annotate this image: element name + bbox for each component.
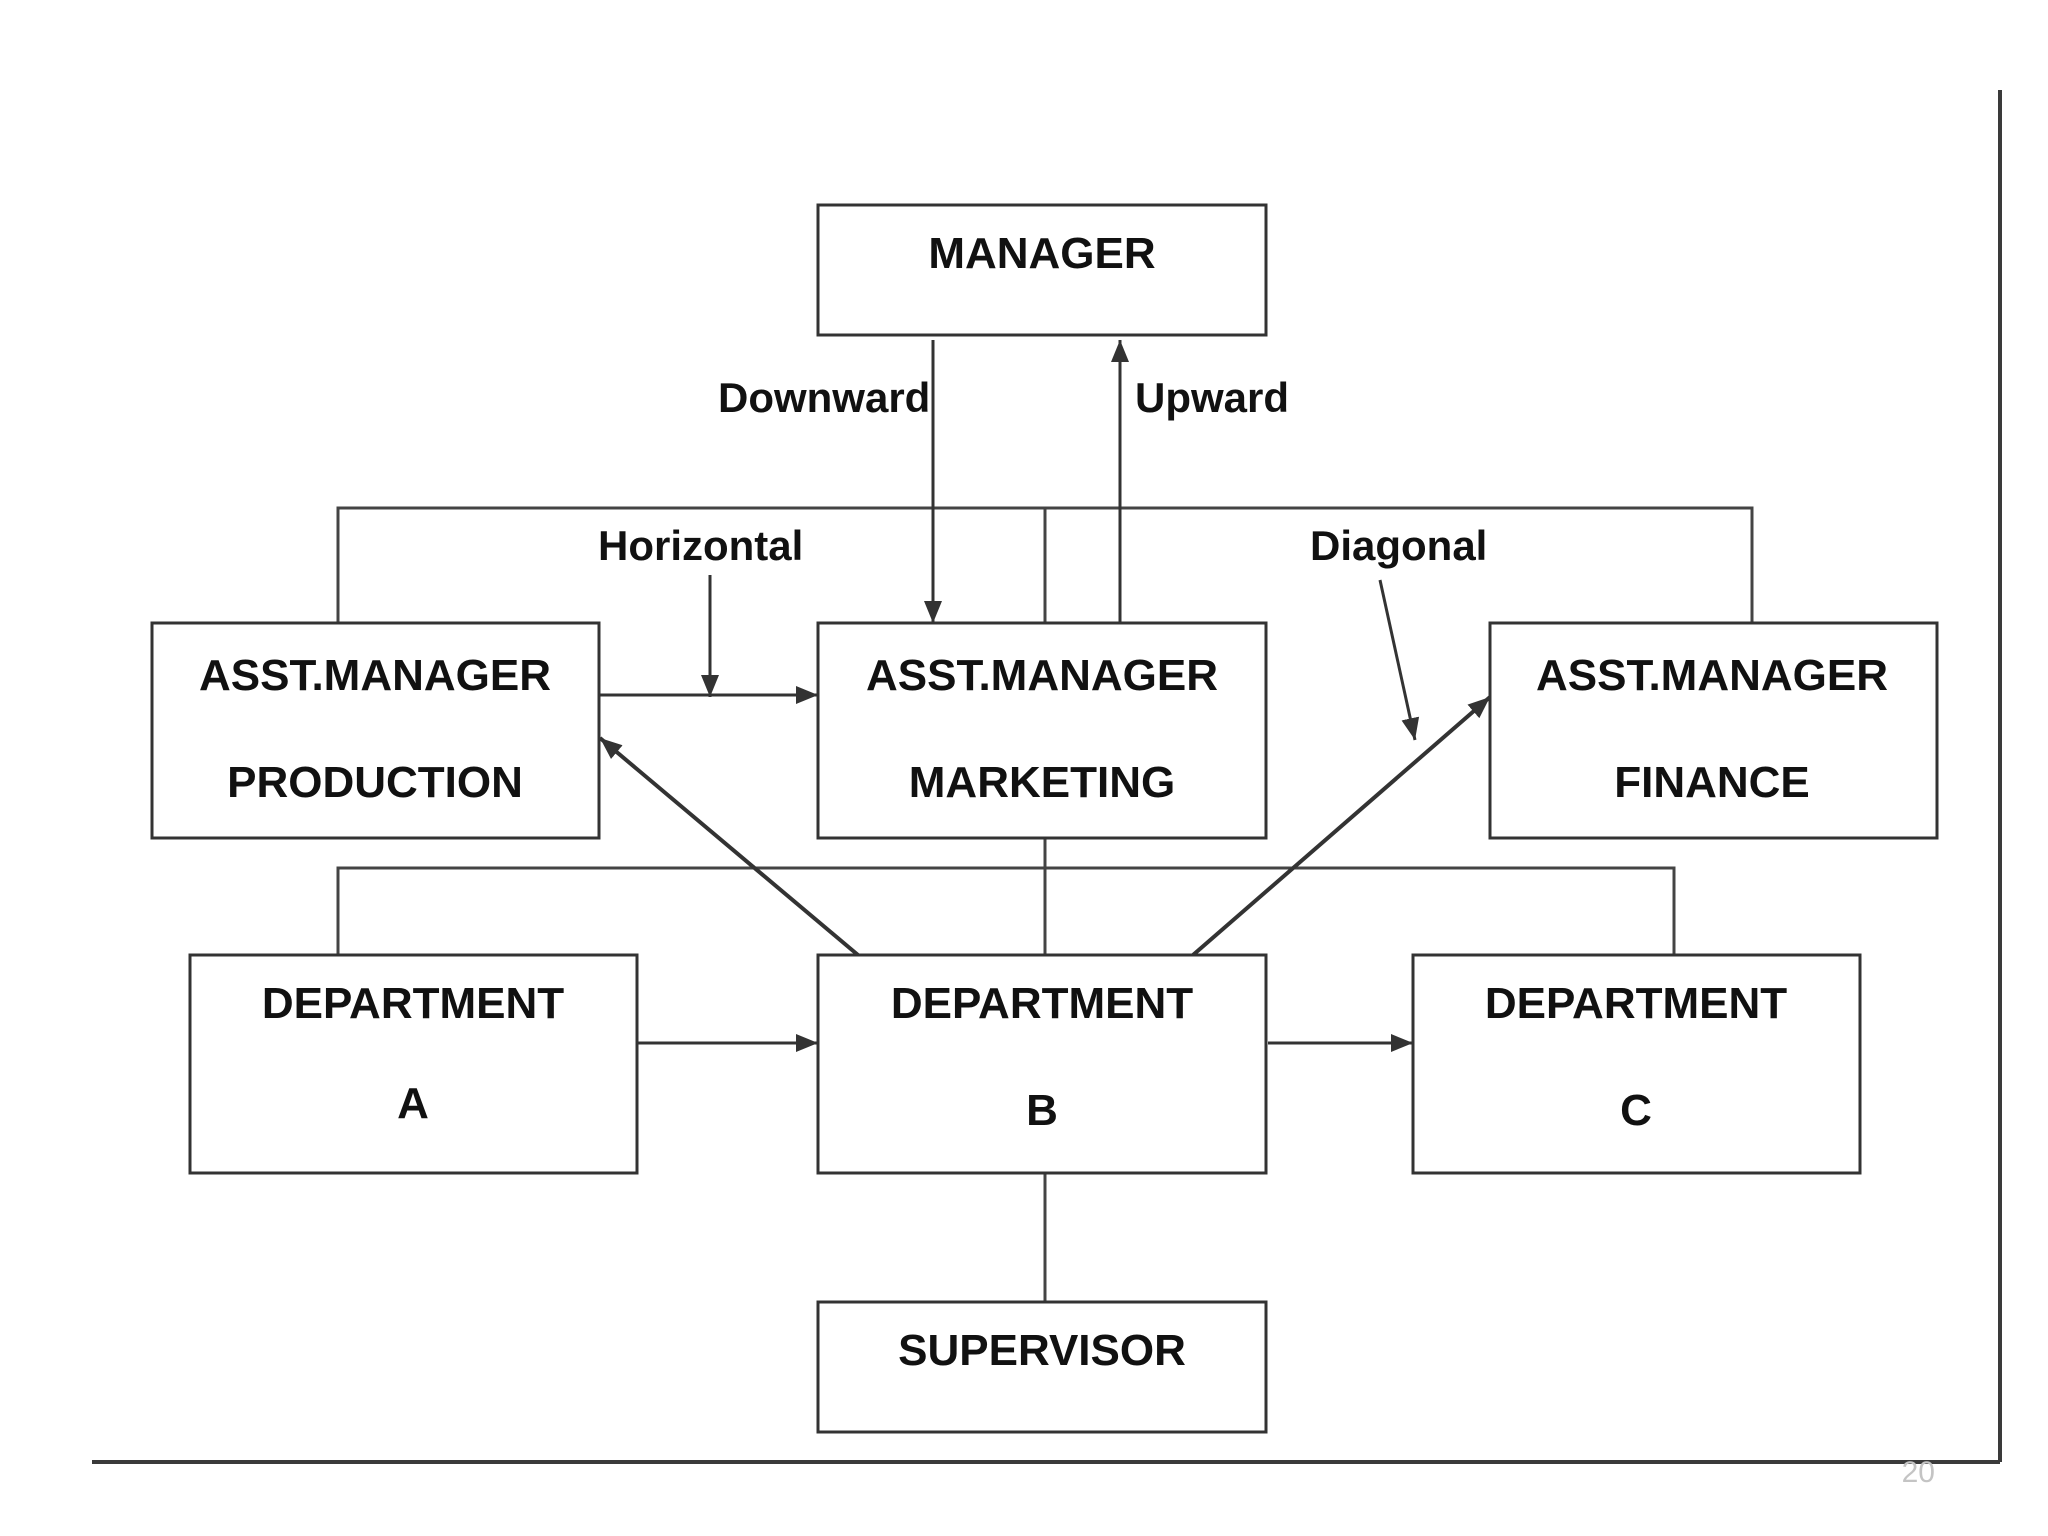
production-subtitle: PRODUCTION: [227, 758, 523, 807]
diagonal-label: Diagonal: [1310, 522, 1487, 569]
dept-c-box: [1411, 953, 1862, 1175]
diagonal-pointer-arrow: [1378, 579, 1420, 741]
node-labels: MANAGER ASST.MANAGER PRODUCTION ASST.MAN…: [199, 229, 1888, 1375]
dept-a-title: DEPARTMENT: [262, 979, 564, 1028]
boxes: [150, 203, 1939, 1434]
production-box: [150, 621, 601, 840]
department-bus-line: [336, 866, 1676, 955]
dept-b-subtitle: B: [1026, 1086, 1058, 1135]
dept-c-title: DEPARTMENT: [1485, 979, 1787, 1028]
slide-frame: [92, 90, 2010, 1472]
finance-subtitle: FINANCE: [1614, 758, 1810, 807]
upward-label: Upward: [1135, 374, 1289, 421]
supervisor-box: [816, 1300, 1268, 1434]
dept-c-subtitle: C: [1620, 1086, 1652, 1135]
connector-lines: [336, 506, 1754, 1302]
manager-box: [816, 203, 1268, 337]
marketing-subtitle: MARKETING: [909, 758, 1175, 807]
communication-arrows: [598, 340, 1492, 1052]
dept-b-title: DEPARTMENT: [891, 979, 1193, 1028]
dept-a-box: [188, 953, 639, 1175]
supervisor-label: SUPERVISOR: [898, 1326, 1186, 1375]
finance-title: ASST.MANAGER: [1536, 651, 1888, 700]
diagonal-arrow-to-production: [598, 736, 860, 957]
marketing-box: [816, 621, 1268, 840]
production-title: ASST.MANAGER: [199, 651, 551, 700]
finance-box: [1488, 621, 1939, 840]
manager-label: MANAGER: [928, 229, 1155, 278]
horizontal-label: Horizontal: [598, 522, 803, 569]
downward-label: Downward: [718, 374, 930, 421]
marketing-title: ASST.MANAGER: [866, 651, 1218, 700]
dept-a-subtitle: A: [397, 1079, 429, 1128]
dept-b-box: [816, 953, 1268, 1175]
diagonal-arrow-to-finance: [1191, 695, 1492, 957]
page-number: 20: [1902, 1456, 1935, 1489]
edge-labels: Downward Upward Horizontal Diagonal: [598, 374, 1487, 569]
